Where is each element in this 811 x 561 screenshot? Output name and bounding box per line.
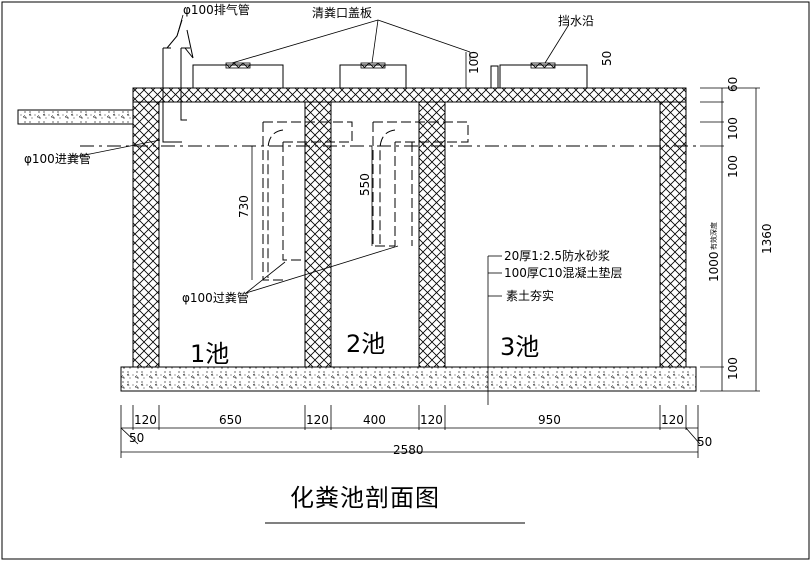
dim-total-width: 2580 — [393, 443, 424, 457]
wall-left — [132, 101, 160, 368]
dim-wall-3: 120 — [420, 413, 443, 427]
water-stop-lip — [490, 65, 499, 89]
dim-right-top: 60 — [726, 77, 740, 92]
dim-right-effective: 1000 — [707, 251, 721, 282]
dim-pool-1: 650 — [219, 413, 242, 427]
dim-pipe-drop-2: 550 — [358, 173, 372, 196]
dim-pool-2: 400 — [363, 413, 386, 427]
dim-right-total: 1360 — [760, 223, 774, 254]
layer-mortar-label: 20厚1:2.5防水砂浆 — [504, 248, 610, 263]
water-stop-label: 挡水沿 — [558, 14, 594, 28]
top-slab — [132, 87, 687, 103]
vent-pipe — [162, 19, 194, 143]
transfer-pipe-2 — [372, 121, 469, 247]
pool-3-label: 3池 — [500, 333, 539, 361]
pipe-drop-dimension-lines — [251, 52, 467, 280]
dim-wall-2: 120 — [306, 413, 329, 427]
dim-wall-right: 120 — [661, 413, 684, 427]
layer-concrete-label: 100厚C10混凝土垫层 — [504, 265, 623, 280]
dim-water-stop-width: 50 — [600, 51, 614, 66]
vent-pipe-label: φ100排气管 — [183, 2, 250, 17]
wall-right — [659, 101, 687, 368]
cleanout-cover-label: 清粪口盖板 — [312, 6, 372, 20]
cleanout-cover-1 — [192, 62, 284, 89]
dim-right-bottom: 100 — [726, 357, 740, 380]
layer-soil-label: 素土夯实 — [506, 288, 554, 303]
dim-pool-3: 950 — [538, 413, 561, 427]
base-slab — [120, 366, 697, 392]
drawing-title: 化粪池剖面图 — [290, 484, 440, 512]
dim-right-b: 100 — [726, 155, 740, 178]
cleanout-cover-3 — [499, 62, 588, 89]
cleanout-cover-2 — [339, 62, 407, 89]
transfer-pipe-1 — [262, 121, 353, 281]
dim-water-stop-height: 100 — [467, 51, 481, 74]
dim-pipe-drop-1: 730 — [237, 195, 251, 218]
inlet-pipe-label: φ100进粪管 — [24, 151, 91, 166]
pool-1-label: 1池 — [190, 340, 229, 368]
right-dimension-lines — [700, 87, 760, 392]
dim-wall-left: 120 — [134, 413, 157, 427]
inlet-pipe — [17, 109, 134, 125]
leader-lines — [69, 14, 569, 405]
dim-right-offset: 50 — [697, 435, 712, 449]
pool-2-label: 2池 — [346, 330, 385, 358]
dim-right-a: 100 — [726, 117, 740, 140]
transfer-pipe-label: φ100过粪管 — [182, 290, 249, 305]
dim-left-offset: 50 — [129, 431, 144, 445]
dim-right-effective-note: 有效深度 — [709, 222, 718, 250]
bottom-dimension-lines — [120, 405, 701, 458]
